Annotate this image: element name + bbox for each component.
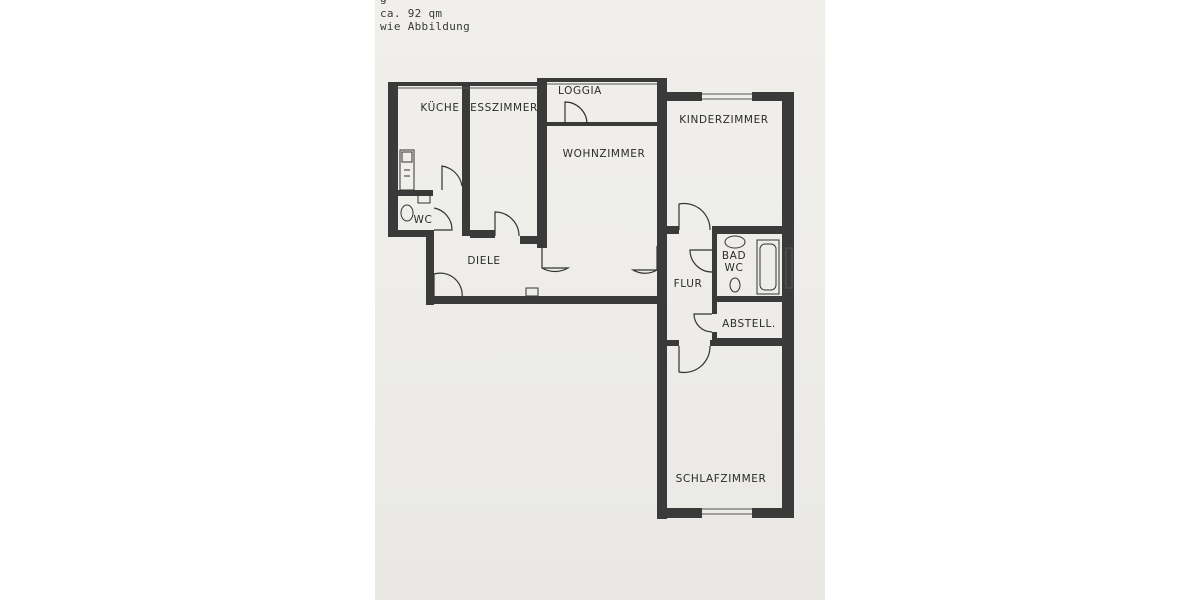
wall-kitchen-wc: [388, 190, 433, 196]
header-fragment: g: [380, 0, 387, 5]
caption-note: wie Abbildung: [380, 20, 470, 33]
wall-bath-south: [712, 296, 782, 302]
stove-icon: [401, 151, 413, 163]
wall-east: [782, 92, 794, 517]
wall-kitchen-dining: [462, 86, 470, 236]
wall-bed-north-a: [667, 340, 679, 346]
label-kueche: KÜCHE: [420, 102, 460, 114]
label-diele: DIELE: [467, 255, 501, 267]
wall-south-bed-a: [657, 508, 702, 518]
bathtub-icon: [756, 239, 780, 295]
wall-kids-south-b: [712, 226, 782, 234]
doors: [433, 101, 713, 374]
bath-toilet-icon: [729, 277, 741, 293]
door-abstell: [693, 313, 713, 333]
door-loggia: [564, 101, 588, 125]
door-bedroom: [678, 345, 711, 374]
area-note: ca. 92 qm: [380, 7, 443, 20]
windows: [398, 83, 793, 515]
wall-abstell-west-a: [712, 302, 717, 314]
wall-north-loggia: [537, 78, 665, 82]
wall-loggia-inner: [547, 122, 657, 126]
door-living: [541, 244, 571, 273]
fixtures: [399, 149, 780, 297]
wall-living-east: [657, 78, 667, 268]
wall-living-west: [537, 78, 547, 248]
wall-west-kitchen: [388, 82, 398, 237]
label-abstell: ABSTELL.: [722, 318, 776, 330]
door-entrance: [433, 272, 463, 299]
wall-kids-south-a: [667, 226, 679, 234]
label-schlafzimmer: SCHLAFZIMMER: [675, 473, 767, 485]
walls: [388, 78, 794, 519]
wall-flur-west: [657, 264, 667, 519]
wall-wc-south: [388, 230, 430, 237]
wall-bed-north-b: [710, 340, 782, 346]
label-wohnzimmer: WOHNZIMMER: [562, 148, 646, 160]
diele-niche: [525, 287, 539, 297]
wall-north-kids-b: [752, 92, 794, 101]
wall-north-kitchen: [388, 82, 538, 86]
label-kinderzimmer: KINDERZIMMER: [679, 114, 769, 126]
label-wc: WC: [413, 214, 433, 226]
kitchen-counter: [399, 149, 415, 191]
label-esszimmer: ESSZIMMER: [470, 102, 538, 114]
wall-dining-south-b: [520, 236, 542, 244]
label-bad: BAD: [721, 250, 747, 262]
door-bath: [689, 249, 713, 273]
wc-sink-icon: [417, 192, 431, 204]
label-loggia: LOGGIA: [558, 85, 602, 97]
wall-bath-west: [712, 226, 717, 298]
bath-sink-icon: [724, 235, 746, 249]
wc-toilet-icon: [400, 204, 414, 222]
wall-north-kids-a: [667, 92, 702, 101]
label-flur: FLUR: [673, 278, 703, 290]
door-kids: [678, 202, 711, 231]
door-wc: [433, 207, 453, 231]
door-kitchen: [441, 165, 463, 190]
label-bad-wc: WC: [724, 262, 744, 274]
wall-dining-south-a: [470, 230, 495, 238]
door-living-flur: [630, 246, 658, 274]
door-dining: [494, 211, 520, 237]
wall-diele-west: [426, 230, 434, 305]
wall-south-bed-b: [752, 508, 794, 518]
wall-diele-south: [426, 296, 666, 304]
